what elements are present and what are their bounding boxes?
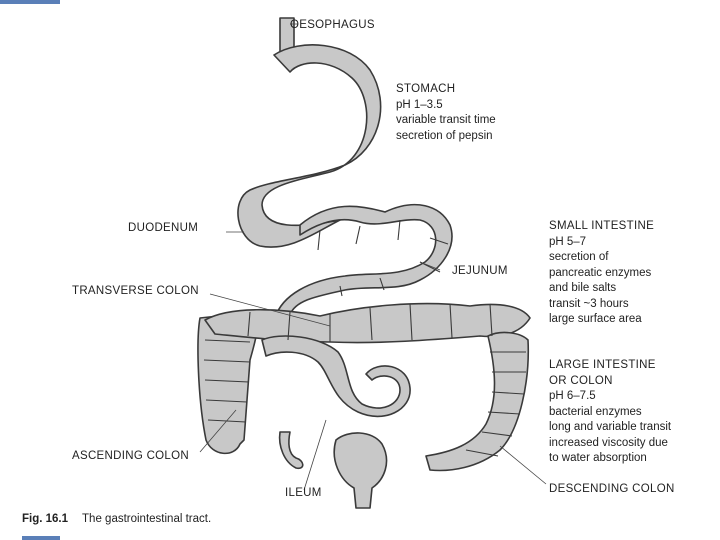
small-intestine-line: pancreatic enzymes: [549, 266, 652, 279]
large-intestine-line: increased viscosity due: [549, 436, 668, 449]
top-accent-bar: [0, 0, 60, 4]
stomach-line: variable transit time: [396, 114, 496, 126]
colon-haustra: [203, 219, 526, 457]
large-intestine-title: LARGE INTESTINE: [549, 359, 656, 371]
large-intestine-line: bacterial enzymes: [549, 405, 642, 418]
small-intestine-line: pH 5–7: [549, 235, 587, 248]
stomach-shape: [237, 44, 382, 248]
small-intestine-line: large surface area: [549, 313, 642, 325]
oesophagus-label: OESOPHAGUS: [290, 19, 375, 31]
stomach-line: pH 1–3.5: [396, 98, 443, 111]
leader-lines: [199, 23, 547, 491]
transverse-colon-shape: [204, 302, 531, 344]
ascending-colon-label: ASCENDING COLON: [72, 450, 189, 462]
jejunum-label: JEJUNUM: [452, 265, 508, 277]
descending-colon-shape: [425, 331, 530, 472]
bottom-accent-bar: [22, 536, 60, 540]
duodenum-label: DUODENUM: [128, 222, 199, 234]
large-intestine-line: pH 6–7.5: [549, 390, 596, 402]
small-intestine-info-block: SMALL INTESTINE pH 5–7 secretion of panc…: [549, 219, 654, 328]
ileum-shape: [261, 335, 411, 418]
descending-colon-label: DESCENDING COLON: [549, 483, 675, 495]
stomach-info-block: STOMACH pH 1–3.5 variable transit time s…: [396, 82, 496, 144]
figure-caption-text: The gastrointestinal tract.: [82, 513, 212, 525]
small-intestine-line: secretion of: [549, 251, 609, 263]
large-intestine-line: long and variable transit: [549, 421, 672, 433]
ileum-label: ILEUM: [285, 487, 322, 499]
stomach-line: secretion of pepsin: [396, 129, 493, 142]
large-intestine-line: to water absorption: [549, 452, 647, 464]
stomach-title: STOMACH: [396, 83, 456, 95]
figure-number: Fig. 16.1: [22, 513, 69, 525]
small-intestine-line: and bile salts: [549, 282, 617, 294]
figure-caption: Fig. 16.1 The gastrointestinal tract.: [22, 513, 211, 525]
large-intestine-title: OR COLON: [549, 374, 613, 387]
small-intestine-title: SMALL INTESTINE: [549, 220, 655, 232]
rectum-shape: [333, 432, 388, 509]
appendix-shape: [278, 431, 304, 470]
transverse-colon-label: TRANSVERSE COLON: [72, 285, 199, 297]
small-intestine-line: transit ~3 hours: [549, 297, 629, 310]
jejunum-shape: [274, 203, 453, 319]
large-intestine-info-block: LARGE INTESTINE OR COLON pH 6–7.5 bacter…: [549, 358, 671, 467]
